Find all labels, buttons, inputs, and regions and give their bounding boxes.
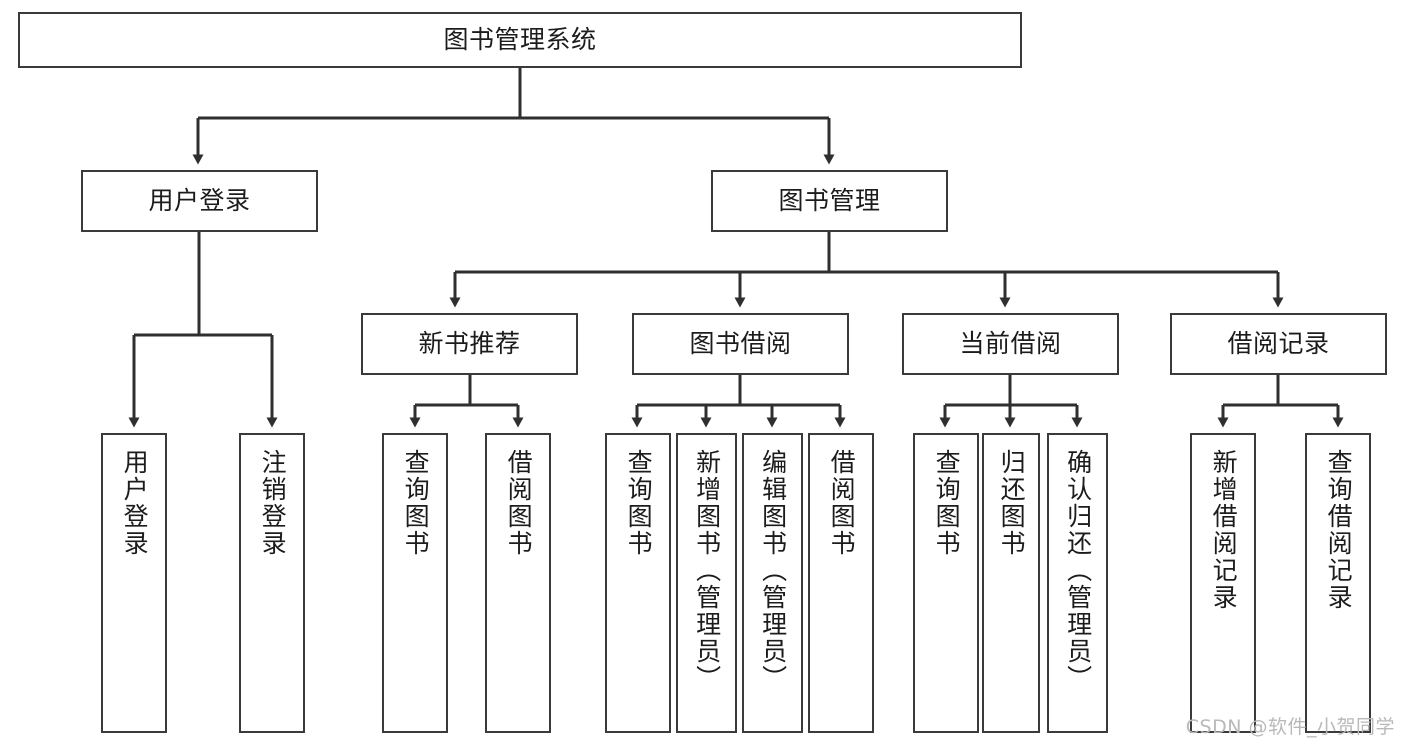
node-book-management[interactable]: 图书管理 xyxy=(711,170,948,232)
node-label: 用户登录 xyxy=(120,449,150,557)
node-label: 查询借阅记录 xyxy=(1324,449,1354,611)
node-book-borrow[interactable]: 图书借阅 xyxy=(632,313,849,375)
node-label: 图书管理系统 xyxy=(443,24,597,54)
node-label: 图书借阅 xyxy=(689,328,792,358)
node-label: 查询图书 xyxy=(932,449,962,557)
leaf-user-login[interactable]: 用户登录 xyxy=(101,433,167,733)
leaf-current-confirm-return-admin[interactable]: 确认归还（管理员） xyxy=(1047,433,1108,733)
node-label: 用户登录 xyxy=(148,185,251,215)
leaf-current-return-book[interactable]: 归还图书 xyxy=(982,433,1040,733)
csdn-watermark: CSDN @软件_小贺同学 xyxy=(1185,716,1395,738)
node-label: 新增借阅记录 xyxy=(1209,449,1239,611)
leaf-borrow-edit-book-admin[interactable]: 编辑图书（管理员） xyxy=(742,433,803,733)
node-label: 当前借阅 xyxy=(959,328,1062,358)
node-label: 借阅图书 xyxy=(827,449,857,557)
node-user-login[interactable]: 用户登录 xyxy=(81,170,318,232)
node-borrow-record[interactable]: 借阅记录 xyxy=(1170,313,1387,375)
node-label: 新书推荐 xyxy=(418,328,521,358)
node-label: 图书管理 xyxy=(778,185,881,215)
node-current-borrow[interactable]: 当前借阅 xyxy=(902,313,1119,375)
leaf-record-query-record[interactable]: 查询借阅记录 xyxy=(1305,433,1371,733)
node-label: 借阅记录 xyxy=(1227,328,1330,358)
leaf-borrow-borrow-book[interactable]: 借阅图书 xyxy=(808,433,874,733)
leaf-current-query-book[interactable]: 查询图书 xyxy=(913,433,979,733)
node-label: 归还图书 xyxy=(997,449,1027,557)
leaf-record-add-record[interactable]: 新增借阅记录 xyxy=(1190,433,1256,733)
node-new-book-recommend[interactable]: 新书推荐 xyxy=(361,313,578,375)
node-label: 新增图书（管理员） xyxy=(692,449,722,692)
node-label: 注销登录 xyxy=(258,449,288,557)
node-label: 查询图书 xyxy=(401,449,431,557)
node-label: 查询图书 xyxy=(624,449,654,557)
leaf-recommend-borrow-book[interactable]: 借阅图书 xyxy=(485,433,551,733)
leaf-borrow-add-book-admin[interactable]: 新增图书（管理员） xyxy=(676,433,737,733)
leaf-borrow-query-book[interactable]: 查询图书 xyxy=(605,433,671,733)
node-root-system[interactable]: 图书管理系统 xyxy=(18,12,1022,68)
node-label: 编辑图书（管理员） xyxy=(758,449,788,692)
node-label: 确认归还（管理员） xyxy=(1063,449,1093,692)
leaf-logout[interactable]: 注销登录 xyxy=(239,433,305,733)
leaf-recommend-query-book[interactable]: 查询图书 xyxy=(382,433,448,733)
node-label: 借阅图书 xyxy=(504,449,534,557)
